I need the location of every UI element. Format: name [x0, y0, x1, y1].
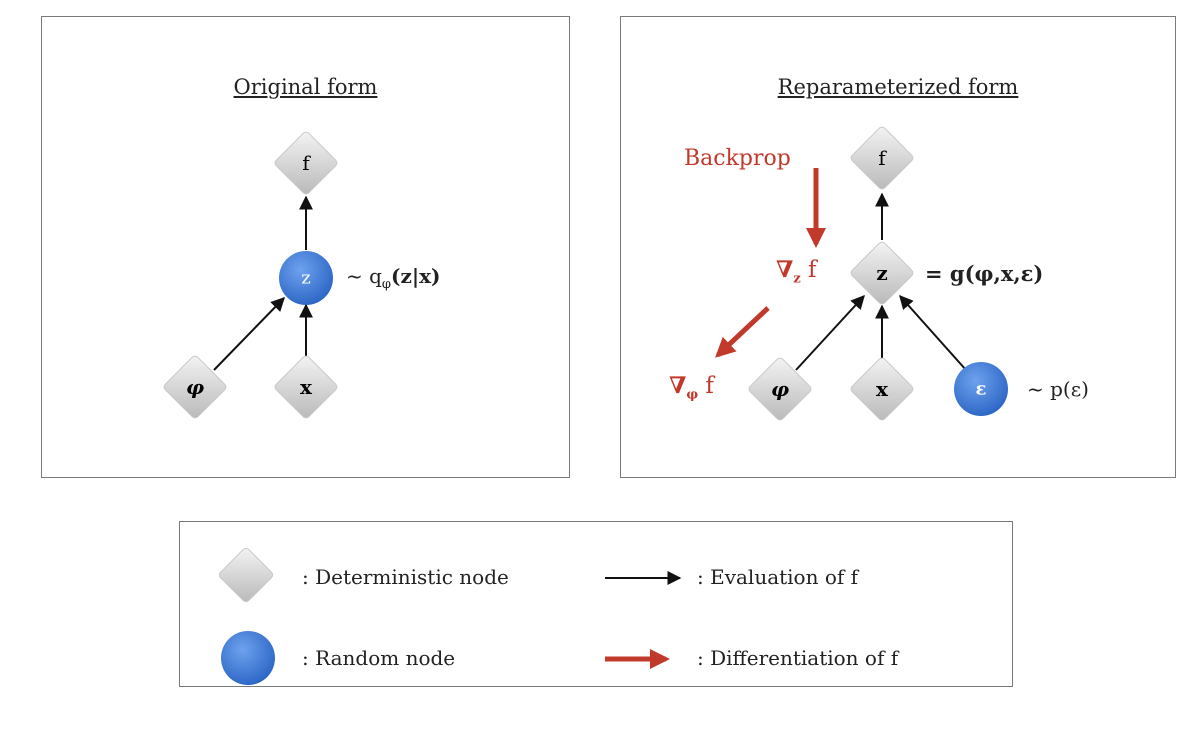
legend-panel	[179, 521, 1013, 687]
grad-z-label: ∇z f	[776, 256, 817, 287]
eps-distribution-label: ~ p(ε)	[1027, 377, 1089, 401]
node-eps-reparam: ε	[954, 362, 1008, 416]
node-f-reparam-label: f	[878, 146, 887, 170]
node-phi-label: φ	[186, 375, 204, 399]
original-edges	[213, 195, 313, 371]
z-equation-label: = g(φ,x,ε)	[925, 261, 1044, 286]
legend-deterministic-label: : Deterministic node	[302, 565, 509, 589]
node-x-reparam: x	[850, 357, 914, 421]
node-z-reparam-label: z	[876, 261, 887, 285]
node-x-original: x	[274, 355, 338, 419]
backprop-label: Backprop	[684, 146, 791, 171]
legend-deterministic-icon	[218, 547, 274, 603]
legend-evaluation-label: : Evaluation of f	[697, 565, 859, 589]
node-z-label: z	[301, 268, 310, 289]
reparam-edges	[795, 192, 967, 371]
node-f-original: f	[274, 131, 338, 195]
node-z-original: z	[279, 251, 333, 305]
original-form-title: Original form	[233, 75, 378, 99]
edge-phi-to-z-reparam	[795, 294, 865, 371]
z-distribution-label: ~ qφ(z|x)	[346, 264, 441, 292]
node-eps-label: ε	[976, 379, 987, 400]
reparameterized-form-title: Reparameterized form	[777, 75, 1019, 99]
node-f-label: f	[302, 151, 311, 175]
edge-phi-to-z	[213, 296, 285, 371]
legend-random-icon	[221, 631, 275, 685]
node-phi-reparam: φ	[748, 357, 812, 421]
legend-random-label: : Random node	[302, 646, 456, 670]
node-f-reparam: f	[850, 126, 914, 190]
node-phi-reparam-label: φ	[771, 377, 789, 401]
node-phi-original: φ	[163, 355, 227, 419]
grad-phi-arrow	[715, 306, 770, 358]
legend-differentiation-label: : Differentiation of f	[697, 646, 899, 670]
node-z-reparam: z	[850, 241, 914, 305]
node-x-label: x	[300, 375, 313, 399]
red-arrows	[715, 168, 826, 358]
edge-eps-to-z-reparam	[899, 294, 967, 371]
grad-phi-label: ∇φ f	[669, 372, 714, 403]
node-x-reparam-label: x	[876, 377, 889, 401]
